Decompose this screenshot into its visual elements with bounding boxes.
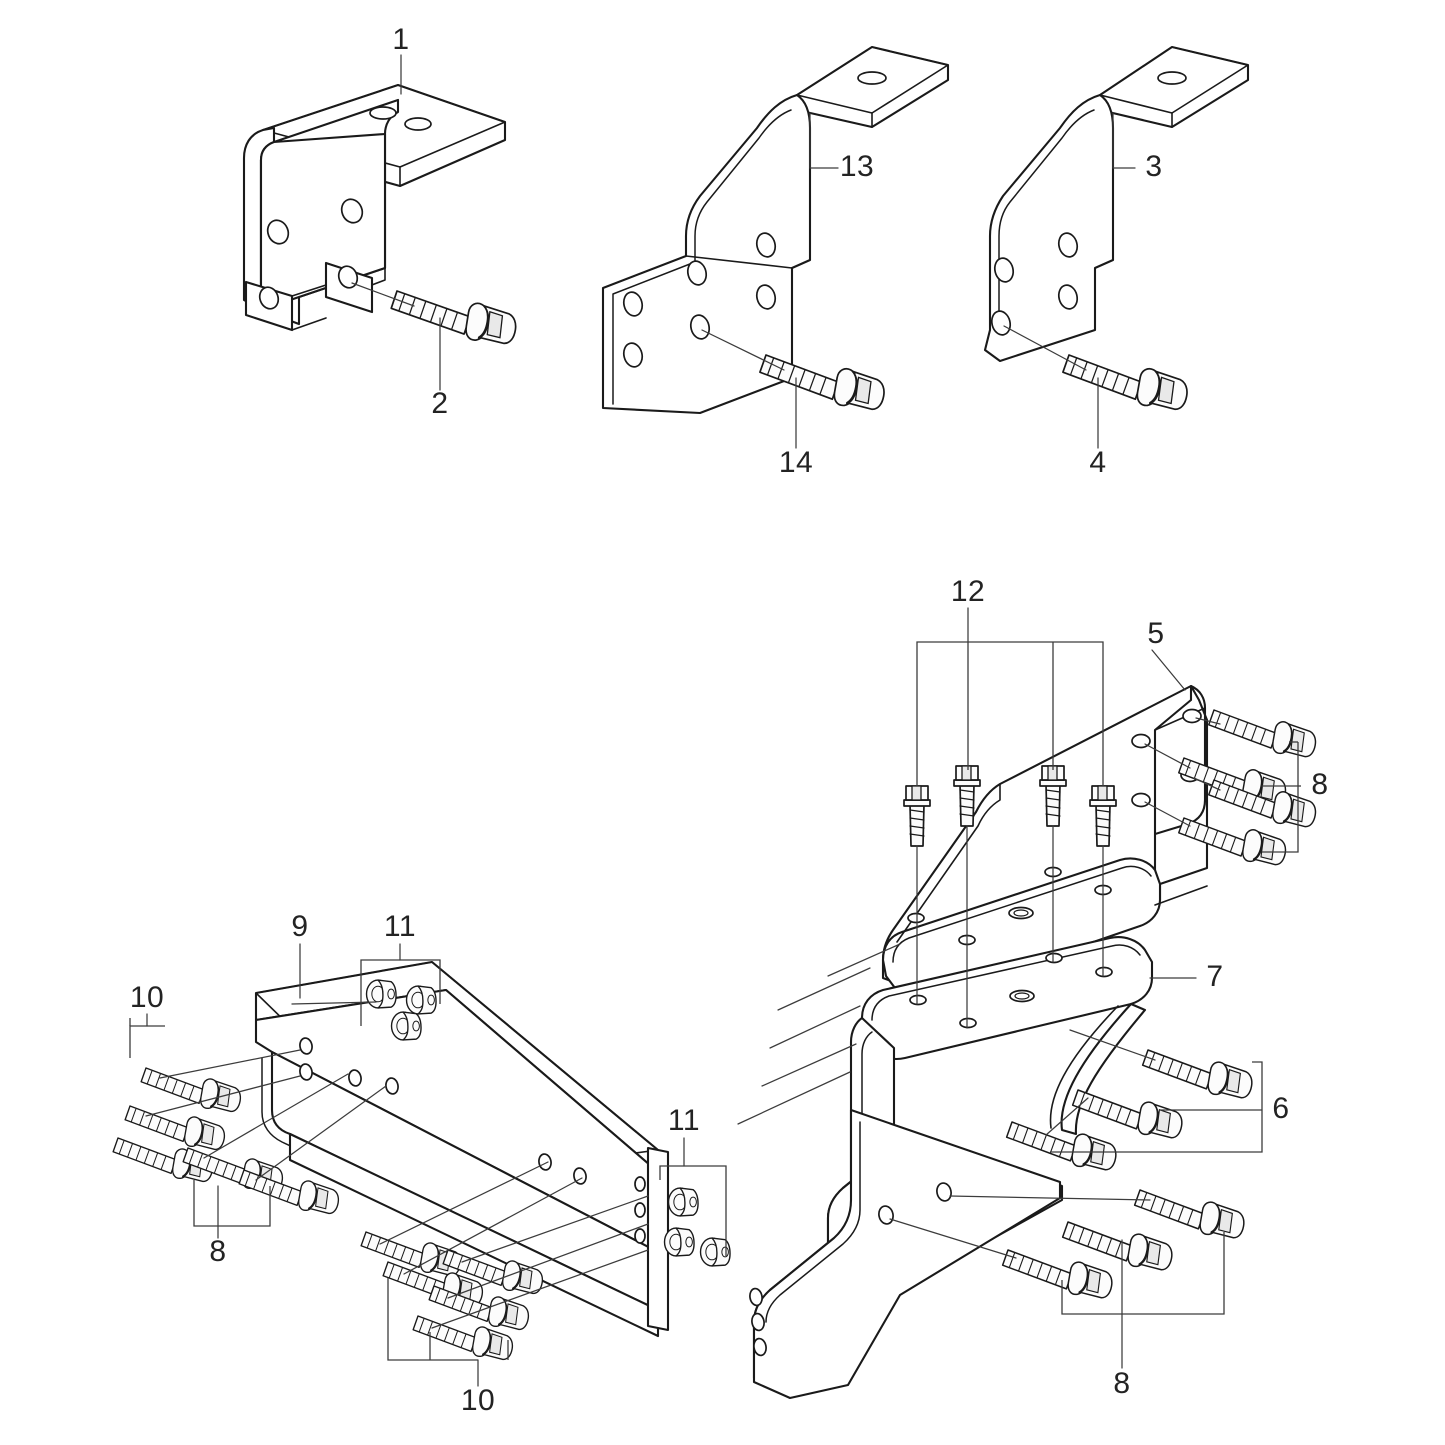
part-8a-flange-bolt-group: 8 — [1144, 708, 1328, 868]
callout-label-11a: 11 — [384, 910, 416, 943]
part-10a-flange-bolt-group: 10 — [109, 981, 301, 1185]
callout-label-1: 1 — [392, 23, 409, 56]
callout-label-10a: 10 — [130, 981, 164, 1014]
callout-label-8a: 8 — [1311, 768, 1328, 801]
callout-label-14: 14 — [779, 446, 813, 479]
callout-label-13: 13 — [840, 150, 874, 183]
part-2-flange-bolt: 2 — [351, 282, 520, 420]
leader-5 — [1151, 649, 1186, 691]
callout-label-8b: 8 — [1113, 1367, 1130, 1400]
callout-label-11b: 11 — [668, 1104, 700, 1137]
leader-2-to-hole — [351, 282, 415, 307]
callout-label-12: 12 — [951, 575, 985, 608]
part-12-vertical-bolt-group: 12 — [903, 575, 1117, 1029]
part-1-corner-bracket: 1 — [242, 23, 507, 332]
leader-13 — [809, 112, 839, 169]
callout-label-7: 7 — [1206, 960, 1223, 993]
callout-label-4: 4 — [1089, 446, 1106, 479]
part-8b-flange-bolt-group: 8 — [889, 1188, 1248, 1400]
part-6-flange-bolt-group: 6 — [1003, 1029, 1289, 1174]
callout-label-5: 5 — [1147, 617, 1164, 650]
assembly-guide-lines-right — [737, 943, 901, 1125]
part-3-side-bracket-right: 3 — [983, 45, 1250, 363]
part-13-side-bracket-left: 13 — [601, 45, 950, 415]
callout-label-8c: 8 — [209, 1235, 226, 1268]
part-9-cross-member-channel: 9 — [254, 910, 670, 1338]
part-7-main-gusset-bracket: 7 — [749, 936, 1223, 1400]
part-14-flange-bolt: 14 — [701, 329, 889, 479]
callout-label-6: 6 — [1272, 1092, 1289, 1125]
part-11b-nut-washer-group: 11 — [659, 1104, 731, 1267]
callout-label-2: 2 — [431, 387, 448, 420]
part-8c-flange-bolt-group: 8 — [179, 1073, 387, 1268]
part-11a-nut-washer-group: 11 — [291, 910, 441, 1041]
callout-label-10b: 10 — [461, 1384, 495, 1417]
part-4-flange-bolt: 4 — [1003, 325, 1192, 479]
leader-3 — [1112, 112, 1136, 169]
part-5-upper-mount-bracket: 5 — [881, 617, 1209, 1001]
callout-label-3: 3 — [1145, 150, 1162, 183]
callout-label-9: 9 — [291, 910, 308, 943]
part-10b-flange-bolt-group: 10 — [357, 1161, 649, 1417]
leader-4-to-hole — [1003, 325, 1087, 371]
leader-14-to-hole — [701, 329, 785, 371]
